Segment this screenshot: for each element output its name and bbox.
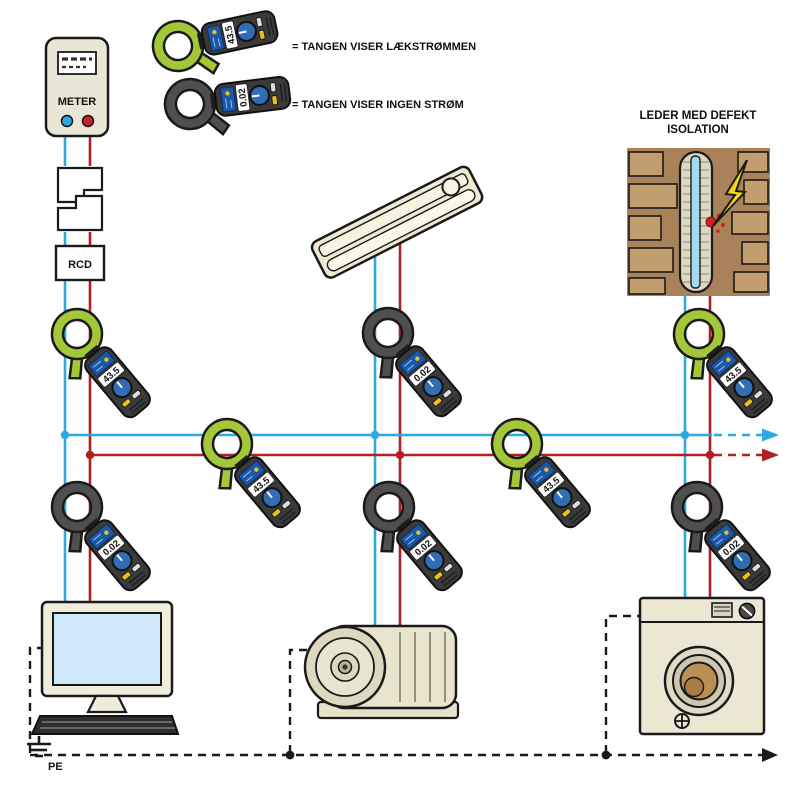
phase-arrowhead xyxy=(762,448,779,462)
clamp-reading: 43.5 xyxy=(223,24,238,45)
pe-branch-washer xyxy=(604,614,640,753)
pe-junction-dot xyxy=(601,750,611,760)
clamp-meter-motor-drop: 0.02 xyxy=(345,470,474,607)
computer-monitor xyxy=(30,600,180,735)
legend-label-no-current: = TANGEN VISER INGEN STRØM xyxy=(292,99,464,111)
clamp-meter-bus-left: 43.5 xyxy=(183,407,312,544)
meter-register-display xyxy=(57,51,97,75)
pe-label: PE xyxy=(48,761,63,773)
legend-label-leakage: = TANGEN VISER LÆKSTRØMMEN xyxy=(292,41,476,53)
pe-branch-computer xyxy=(28,646,42,753)
electricity-meter: METER xyxy=(44,36,110,138)
junction-dot xyxy=(60,430,70,440)
service-fuse xyxy=(56,166,104,232)
clamp-meter-defect-branch: 43.5 xyxy=(655,297,784,434)
clamp-meter-lamp-drop: 0.02 xyxy=(344,296,473,433)
washing-machine xyxy=(638,596,766,736)
pe-arrowhead xyxy=(762,748,778,762)
lightning-bolt-icon xyxy=(712,159,748,227)
legend-clamp-leakage: 43.5 xyxy=(147,0,285,86)
pe-branch-motor xyxy=(288,648,320,753)
legend: 43.5 = TANGEN VISER LÆKSTRØMMEN 0.02 = T… xyxy=(147,0,476,143)
lamp-tube xyxy=(326,189,476,272)
defect-label-line2: ISOLATION xyxy=(667,124,729,136)
keyboard xyxy=(30,715,180,735)
junction-dot xyxy=(370,430,380,440)
conductor-core xyxy=(690,155,701,289)
lamp-end-cap xyxy=(441,177,461,197)
clamp-meter-left-upper: 43.5 xyxy=(33,297,162,434)
meter-phase-terminal xyxy=(81,114,95,128)
junction-dot xyxy=(85,450,95,460)
fluorescent-lamp xyxy=(310,165,484,279)
detergent-drawer xyxy=(711,602,733,618)
clamp-meter-washer-drop: 0.02 xyxy=(653,470,782,607)
neutral-arrowhead xyxy=(762,428,779,442)
junction-dot xyxy=(680,430,690,440)
monitor-screen xyxy=(52,612,162,686)
rcd-box: RCD xyxy=(54,244,106,282)
clamp-reading: 0.02 xyxy=(237,88,250,108)
junction-dot xyxy=(395,450,405,460)
meter-neutral-terminal xyxy=(60,114,74,128)
defective-insulation-illustration xyxy=(627,148,770,296)
pe-junction-dot xyxy=(285,750,295,760)
legend-clamp-no-current: 0.02 xyxy=(160,65,295,143)
junction-dot xyxy=(705,450,715,460)
rcd-label: RCD xyxy=(68,259,92,271)
monitor-stand xyxy=(86,694,128,714)
meter-label: METER xyxy=(58,96,97,108)
defect-label-line1: LEDER MED DEFEKT xyxy=(640,110,757,122)
earth-ground-icon xyxy=(27,736,51,758)
clamp-meter-bus-right: 43.5 xyxy=(473,407,602,544)
pe-earth-system: PE xyxy=(27,614,778,773)
clamp-meter-left-lower: 0.02 xyxy=(33,470,162,607)
electric-motor xyxy=(303,624,460,720)
